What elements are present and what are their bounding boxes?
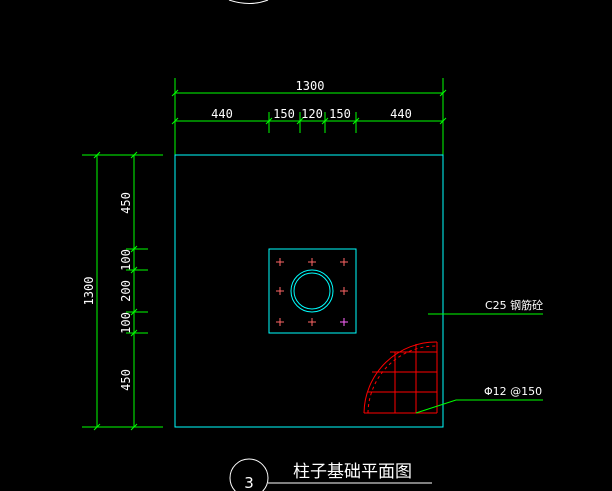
h-dim-seg-2: 150: [273, 107, 295, 121]
rebar-arc-outer: [363, 341, 438, 414]
anchor-bolt-marker: [340, 318, 348, 326]
column-inner-circle: [293, 272, 331, 310]
anchor-bolt-marker: [308, 318, 316, 326]
detail-number: 3: [244, 474, 254, 491]
h-dim-seg-3: 120: [301, 107, 323, 121]
anchor-bolts: [276, 258, 348, 326]
rebar-leader: [415, 399, 543, 414]
v-dim-seg-3: 200: [119, 280, 133, 302]
horizontal-dimensions: [171, 78, 447, 155]
rebar-detail: [363, 341, 438, 414]
anchor-bolt-marker: [276, 258, 284, 266]
anchor-bolt-marker: [340, 287, 348, 295]
h-dim-overall: 1300: [296, 79, 325, 93]
rebar-arc-inner: [367, 345, 438, 414]
v-dim-seg-2: 100: [119, 249, 133, 271]
h-dim-seg-1: 440: [211, 107, 233, 121]
anchor-bolt-marker: [340, 258, 348, 266]
v-dim-seg-5: 450: [119, 369, 133, 391]
anchor-bolt-marker: [276, 287, 284, 295]
anchor-bolt-marker: [276, 318, 284, 326]
h-dim-seg-5: 440: [390, 107, 412, 121]
concrete-label: C25 钢筋砼: [485, 298, 543, 312]
anchor-bolt-marker: [308, 258, 316, 266]
foundation-outline: [174, 154, 444, 428]
rebar-label: Φ12 @150: [484, 385, 542, 398]
detail-number-circle: [229, 458, 269, 491]
base-plate: [268, 248, 357, 334]
v-dim-seg-4: 100: [119, 312, 133, 334]
drawing-title: 柱子基础平面图: [293, 462, 412, 482]
v-dim-seg-1: 450: [119, 192, 133, 214]
v-dim-overall: 1300: [82, 277, 96, 306]
leaders: [415, 313, 543, 414]
column-outer-circle: [290, 269, 334, 313]
vertical-dimensions: [82, 151, 163, 431]
h-dim-seg-4: 150: [329, 107, 351, 121]
top-edge-arc: [228, 0, 269, 4]
